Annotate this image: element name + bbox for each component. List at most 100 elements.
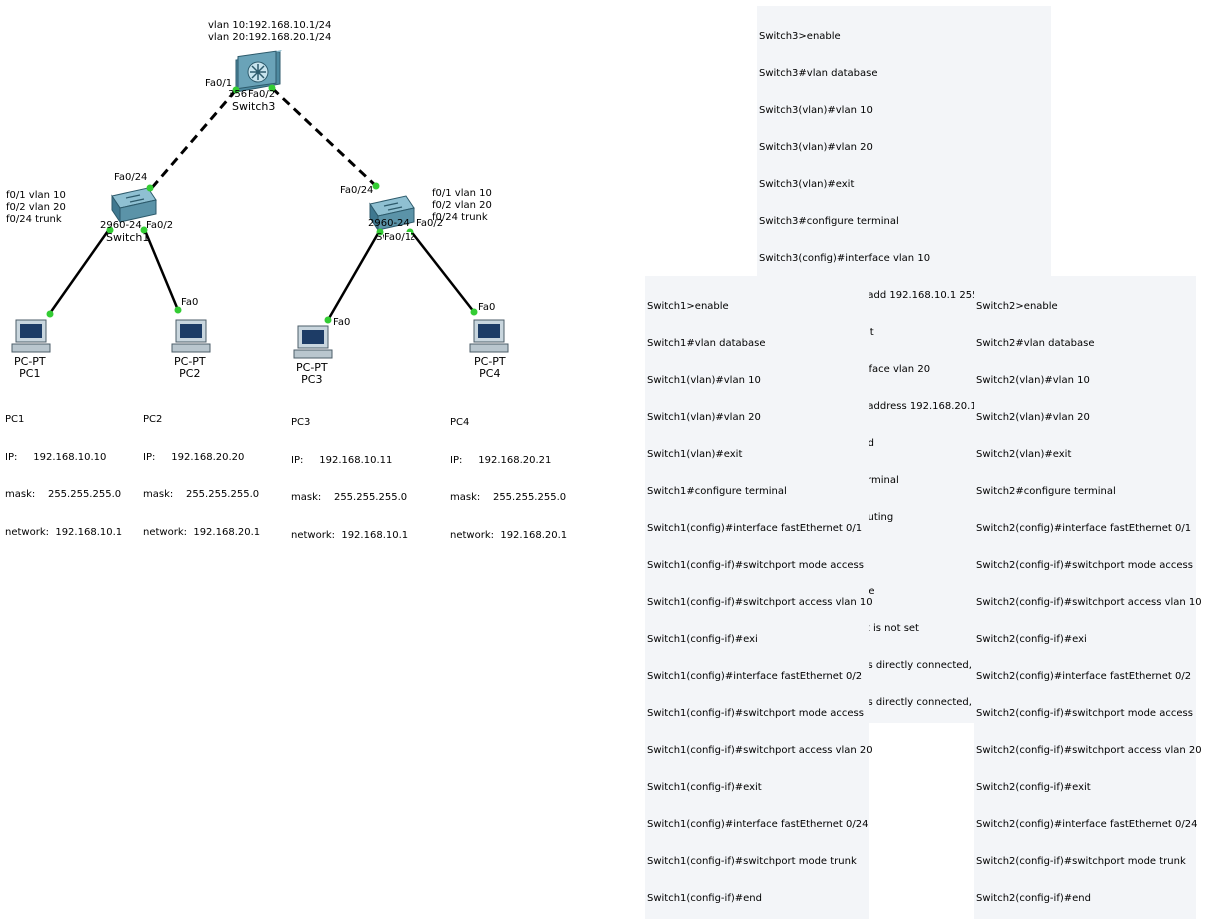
switch1-icon[interactable] bbox=[111, 187, 157, 224]
link-switch1-pc2[interactable] bbox=[142, 227, 180, 311]
config-line: Switch1(config-if)#exi bbox=[647, 634, 758, 645]
config-line: Switch2(vlan)#vlan 10 bbox=[976, 375, 1090, 386]
config-line: Switch2#vlan database bbox=[976, 338, 1095, 349]
switch1-port-fa0-2: Fa0/2 bbox=[146, 220, 174, 231]
switch3-name[interactable]: Switch3 bbox=[232, 100, 276, 113]
config-line: Switch1(config-if)#switchport access vla… bbox=[647, 597, 873, 608]
switch1-vlan-note: f0/1 vlan 10 f0/2 vlan 20 f0/24 trunk bbox=[6, 190, 66, 226]
config-line: Switch1(config-if)#end bbox=[647, 893, 762, 904]
pc4-name[interactable]: PC4 bbox=[479, 367, 501, 380]
switch3-port-fa0-2: Fa0/2 bbox=[248, 89, 276, 100]
pc3-icon[interactable] bbox=[293, 325, 333, 359]
link-switch3-switch1[interactable] bbox=[148, 89, 238, 191]
switch1-port-fa0-24: Fa0/24 bbox=[114, 172, 148, 183]
pc3-info-note: PC3 IP: 192.168.10.11 mask: 255.255.255.… bbox=[291, 392, 408, 555]
pc3-name[interactable]: PC3 bbox=[301, 373, 323, 386]
switch2-vlan-line: f0/2 vlan 20 bbox=[432, 200, 492, 211]
config-line: Switch2(config-if)#switchport access vla… bbox=[976, 745, 1202, 756]
config-line: Switch2(config-if)#switchport access vla… bbox=[976, 597, 1202, 608]
pc1-info-note: PC1 IP: 192.168.10.10 mask: 255.255.255.… bbox=[5, 389, 122, 552]
port-leds bbox=[46, 84, 478, 324]
config-line: Switch2(vlan)#vlan 20 bbox=[976, 412, 1090, 423]
pc4-port: Fa0 bbox=[478, 302, 496, 313]
switch3-model: 356 bbox=[228, 89, 248, 100]
config-line: Switch1(config-if)#switchport mode trunk bbox=[647, 856, 857, 867]
pc4-info-line: network: 192.168.20.1 bbox=[450, 529, 568, 541]
link-switch2-pc3[interactable] bbox=[326, 229, 382, 321]
pc2-name[interactable]: PC2 bbox=[179, 367, 201, 380]
pc4-info-note: PC4 IP: 192.168.20.21 mask: 255.255.255.… bbox=[450, 392, 567, 555]
pc2-info-line: mask: 255.255.255.0 bbox=[143, 489, 260, 500]
link-switch1-pc1[interactable] bbox=[46, 227, 112, 317]
config-line: Switch1(vlan)#exit bbox=[647, 449, 743, 460]
config-line: Switch2#configure terminal bbox=[976, 486, 1116, 497]
config-line: Switch3>enable bbox=[759, 31, 841, 42]
config-line: Switch1(config-if)#exit bbox=[647, 782, 762, 793]
pc4-info-line: PC4 bbox=[450, 417, 470, 428]
pc4-info-line: mask: 255.255.255.0 bbox=[450, 492, 567, 503]
pc3-info-line: IP: 192.168.10.11 bbox=[291, 454, 393, 466]
pc3-info-line: mask: 255.255.255.0 bbox=[291, 492, 408, 503]
pc2-info-line: PC2 bbox=[143, 414, 163, 425]
config-line: Switch1(config-if)#switchport access vla… bbox=[647, 745, 873, 756]
config-line: Switch2(config-if)#exit bbox=[976, 782, 1091, 793]
pc3-info-line: PC3 bbox=[291, 417, 311, 428]
switch2-port-fa0-1: Fa0/1 bbox=[384, 232, 412, 244]
switch1-config-note: Switch1>enable Switch1#vlan database Swi… bbox=[645, 276, 873, 919]
switch2-port-fa0-2: Fa0/2 bbox=[416, 218, 444, 229]
config-line: Switch1>enable bbox=[647, 301, 729, 312]
config-line: Switch2(config)#interface fastEthernet 0… bbox=[976, 671, 1192, 682]
switch2-vlan-line: f0/24 trunk bbox=[432, 212, 488, 223]
switch2-port-fa0-24: Fa0/24 bbox=[340, 185, 374, 196]
pc2-info-line: IP: 192.168.20.20 bbox=[143, 451, 245, 463]
switch1-vlan-line: f0/2 vlan 20 bbox=[6, 202, 66, 213]
config-line: Switch3(vlan)#vlan 10 bbox=[759, 105, 873, 116]
config-line: Switch2(config-if)#exi bbox=[976, 634, 1087, 645]
config-line: Switch1#vlan database bbox=[647, 338, 766, 349]
switch3-vlan-note: vlan 10:192.168.10.1/24 vlan 20:192.168.… bbox=[208, 20, 331, 44]
pc3-info-line: network: 192.168.10.1 bbox=[291, 529, 409, 541]
config-line: Switch2(config)#interface fastEthernet 0… bbox=[976, 819, 1198, 830]
pc1-info-line: PC1 bbox=[5, 414, 25, 425]
pc2-port: Fa0 bbox=[181, 297, 199, 308]
pc4-icon[interactable] bbox=[469, 319, 509, 353]
pc1-name[interactable]: PC1 bbox=[19, 367, 41, 380]
pc1-icon[interactable] bbox=[11, 319, 51, 353]
config-line: Switch1(config)#interface fastEthernet 0… bbox=[647, 819, 869, 830]
config-line: Switch3#vlan database bbox=[759, 68, 878, 79]
switch1-vlan-line: f0/1 vlan 10 bbox=[6, 190, 66, 201]
link-switch2-pc4[interactable] bbox=[409, 229, 475, 313]
config-line: Switch2(config-if)#switchport mode acces… bbox=[976, 708, 1193, 719]
config-line: Switch2(config-if)#switchport mode trunk bbox=[976, 856, 1186, 867]
switch3-icon[interactable] bbox=[235, 50, 282, 93]
pc4-info-line: IP: 192.168.20.21 bbox=[450, 454, 552, 466]
config-line: Switch2(config)#interface fastEthernet 0… bbox=[976, 523, 1192, 534]
switch1-model: 2960-24 bbox=[100, 220, 142, 231]
config-line: Switch3(vlan)#exit bbox=[759, 179, 855, 190]
config-line: Switch2>enable bbox=[976, 301, 1058, 312]
pc2-info-note: PC2 IP: 192.168.20.20 mask: 255.255.255.… bbox=[143, 389, 260, 552]
switch2-model: 2960-24 bbox=[368, 218, 410, 229]
switch2-config-note: Switch2>enable Switch2#vlan database Swi… bbox=[974, 276, 1202, 919]
pc2-info-line: network: 192.168.20.1 bbox=[143, 526, 261, 538]
config-line: Switch1#configure terminal bbox=[647, 486, 787, 497]
config-line: Switch3(config)#interface vlan 10 bbox=[759, 253, 931, 264]
config-line: Switch2(config-if)#end bbox=[976, 893, 1091, 904]
config-line: Switch3(vlan)#vlan 20 bbox=[759, 142, 873, 153]
switch3-vlan-line: vlan 20:192.168.20.1/24 bbox=[208, 32, 332, 43]
switch3-vlan-line: vlan 10:192.168.10.1/24 bbox=[208, 20, 332, 31]
config-line: Switch2(config-if)#switchport mode acces… bbox=[976, 560, 1193, 571]
config-line: Switch1(config)#interface fastEthernet 0… bbox=[647, 671, 863, 682]
link-switch3-switch2[interactable] bbox=[270, 86, 378, 188]
config-line: Switch1(vlan)#vlan 20 bbox=[647, 412, 761, 423]
pc1-info-line: IP: 192.168.10.10 bbox=[5, 451, 107, 463]
config-line: Switch1(config)#interface fastEthernet 0… bbox=[647, 523, 863, 534]
pc2-icon[interactable] bbox=[171, 319, 211, 353]
switch1-name[interactable]: Switch1 bbox=[106, 231, 150, 244]
pc1-info-line: network: 192.168.10.1 bbox=[5, 526, 123, 538]
pc1-info-line: mask: 255.255.255.0 bbox=[5, 489, 122, 500]
switch2-icon[interactable] bbox=[369, 195, 415, 232]
